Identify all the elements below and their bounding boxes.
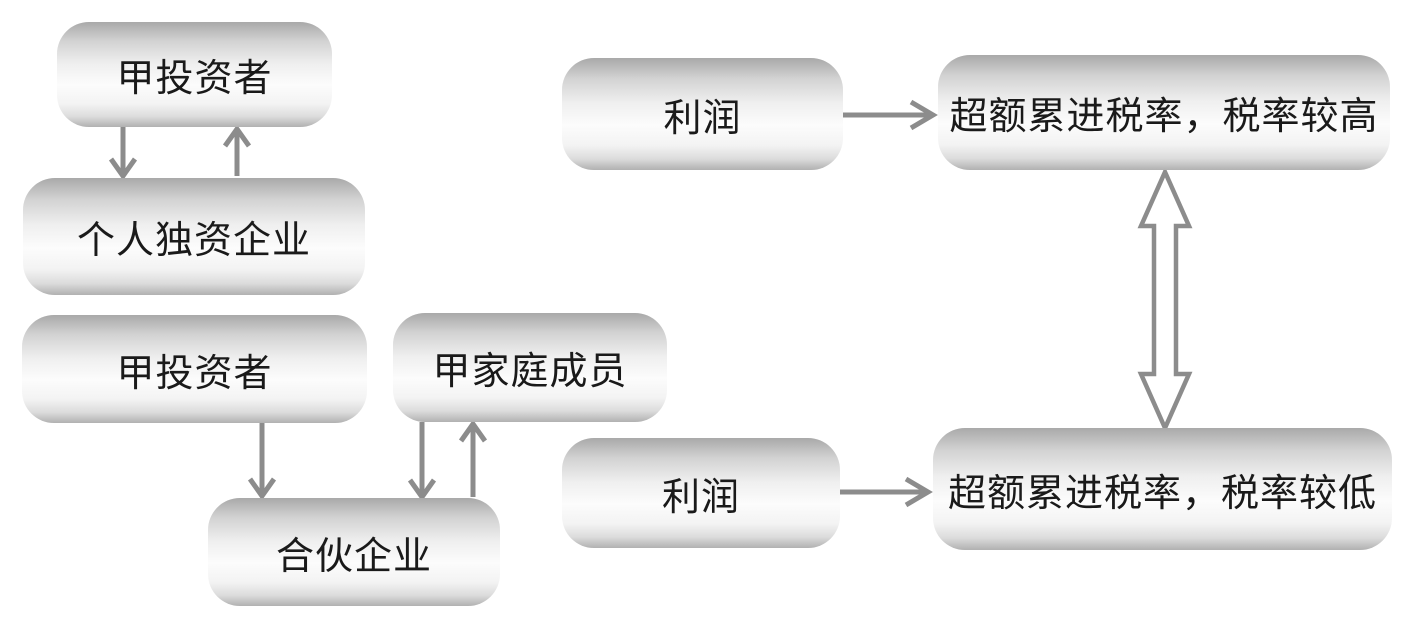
arrow-partnership-to-family-up: [458, 419, 488, 497]
arrow-profit-to-low-rate: [840, 476, 933, 508]
node-high-rate: 超额累进税率，税率较高: [938, 55, 1390, 170]
double-arrow-vertical: [1137, 166, 1193, 434]
node-label: 合伙企业: [275, 535, 432, 578]
arrow-family-to-partnership-down: [407, 422, 437, 502]
node-investor-a-top: 甲投资者: [57, 22, 332, 127]
node-family-members: 甲家庭成员: [393, 313, 667, 422]
node-low-rate: 超额累进税率，税率较低: [933, 428, 1392, 550]
node-label: 甲投资者: [116, 352, 273, 395]
node-label: 超额累进税率，税率较低: [947, 472, 1377, 515]
node-label: 甲投资者: [116, 58, 273, 100]
node-label: 利润: [661, 476, 740, 519]
node-sole-proprietorship: 个人独资企业: [23, 178, 365, 295]
arrow-sole-to-investor-up: [222, 124, 252, 176]
node-label: 利润: [663, 97, 742, 140]
node-label: 甲家庭成员: [432, 351, 628, 393]
node-investor-a-mid: 甲投资者: [22, 315, 367, 423]
arrow-profit-to-high-rate: [843, 99, 938, 131]
node-partnership: 合伙企业: [208, 498, 500, 606]
node-label: 超额累进税率，税率较高: [949, 96, 1379, 138]
node-profit-top: 利润: [562, 58, 843, 170]
arrow-investor-to-sole-down: [108, 127, 138, 181]
node-profit-bottom: 利润: [562, 438, 840, 548]
node-label: 个人独资企业: [76, 220, 311, 262]
arrow-investor-to-partnership-down: [247, 423, 277, 501]
